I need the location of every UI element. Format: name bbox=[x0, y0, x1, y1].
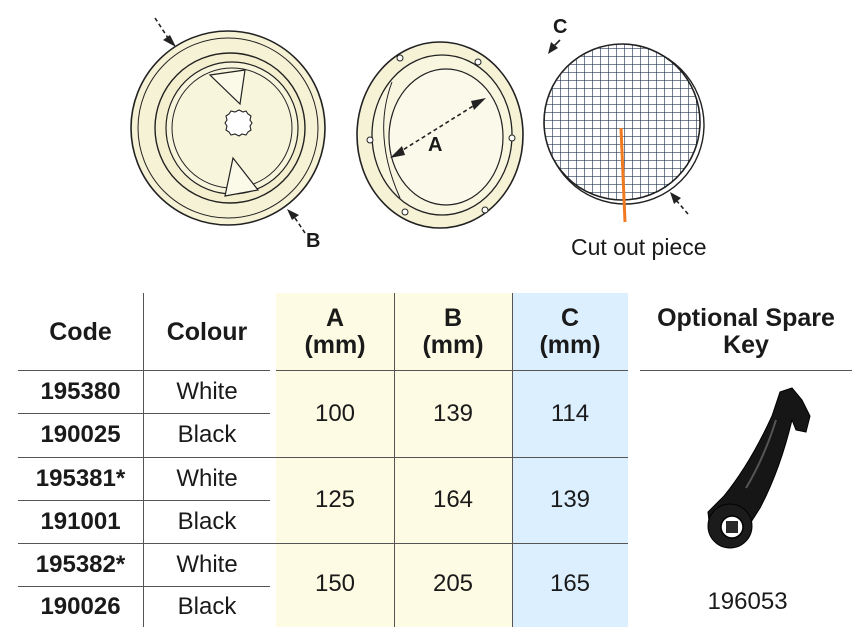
row-code: 195380 bbox=[40, 377, 121, 405]
deck-ring bbox=[356, 41, 524, 229]
header-spare-key: Optional Spare Key bbox=[640, 298, 852, 366]
header-b-line1: B bbox=[443, 303, 463, 332]
size-c: 114 bbox=[550, 399, 590, 427]
row-code: 195381* bbox=[35, 464, 126, 492]
row-colour: Black bbox=[177, 592, 237, 620]
arrow-b-bottom bbox=[287, 209, 306, 234]
cut-out-label: Cut out piece bbox=[571, 234, 707, 260]
divider bbox=[512, 293, 513, 627]
divider bbox=[18, 586, 270, 587]
header-b: B (mm) bbox=[394, 298, 512, 366]
header-c-line1: C bbox=[560, 303, 580, 332]
divider bbox=[640, 370, 852, 371]
header-c: C (mm) bbox=[512, 298, 628, 366]
size-a: 100 bbox=[314, 399, 356, 427]
divider bbox=[276, 370, 628, 371]
row-code: 190025 bbox=[40, 421, 121, 449]
header-a-line2: (mm) bbox=[304, 331, 366, 359]
hatch-cover-front bbox=[130, 30, 326, 226]
size-b: 139 bbox=[432, 399, 474, 427]
arrow-c-top bbox=[548, 39, 561, 54]
size-a: 150 bbox=[314, 569, 356, 597]
divider bbox=[143, 293, 144, 627]
row-code: 195382* bbox=[35, 550, 126, 578]
header-colour: Colour bbox=[166, 318, 248, 347]
label-b: B bbox=[306, 230, 321, 252]
header-code: Code bbox=[49, 318, 112, 347]
header-spare-line2: Key bbox=[723, 331, 769, 359]
spare-key-code: 196053 bbox=[707, 588, 788, 615]
divider bbox=[18, 500, 270, 501]
divider bbox=[18, 370, 270, 371]
spare-key-image bbox=[707, 387, 811, 549]
row-code: 191001 bbox=[40, 507, 121, 535]
row-colour: White bbox=[176, 550, 238, 578]
row-colour: Black bbox=[177, 421, 237, 449]
row-code: 190026 bbox=[40, 592, 121, 620]
header-b-line2: (mm) bbox=[422, 331, 484, 359]
divider bbox=[18, 543, 628, 544]
size-c: 139 bbox=[549, 486, 591, 514]
arrow-c-bottom bbox=[670, 192, 689, 215]
header-spare-line1: Optional Spare bbox=[657, 303, 835, 332]
arrow-b-top bbox=[154, 17, 176, 47]
size-b: 164 bbox=[432, 486, 474, 514]
size-c: 165 bbox=[549, 569, 591, 597]
size-b: 205 bbox=[432, 569, 474, 597]
cut-out-piece bbox=[543, 43, 705, 223]
label-a: A bbox=[428, 134, 443, 156]
row-colour: White bbox=[176, 377, 238, 405]
column-c-bg bbox=[512, 293, 628, 627]
column-b-bg bbox=[394, 293, 512, 627]
product-diagram bbox=[130, 17, 705, 234]
header-a: A (mm) bbox=[276, 298, 394, 366]
divider bbox=[18, 457, 628, 458]
column-a-bg bbox=[276, 293, 394, 627]
header-c-line2: (mm) bbox=[539, 331, 601, 359]
size-a: 125 bbox=[314, 486, 356, 514]
label-c: C bbox=[553, 16, 568, 38]
divider bbox=[18, 413, 270, 414]
row-colour: White bbox=[176, 464, 238, 492]
row-colour: Black bbox=[177, 507, 237, 535]
divider bbox=[394, 293, 395, 627]
header-a-line1: A bbox=[325, 303, 345, 332]
